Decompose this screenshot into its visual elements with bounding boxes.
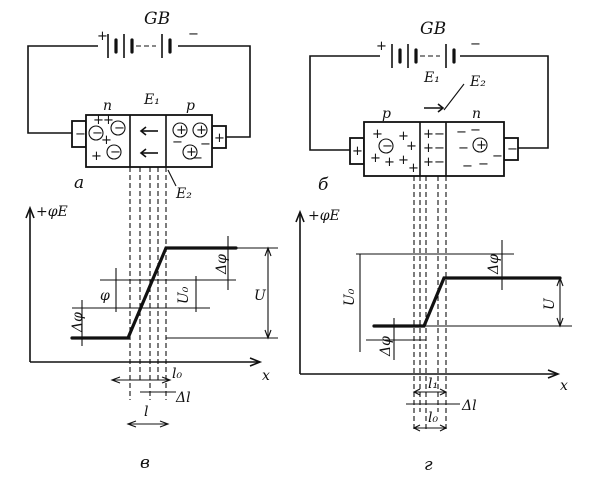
left-label-u0: U₀ (176, 286, 192, 304)
svg-text:+: + (93, 113, 104, 128)
left-field1-label: E₁ (143, 92, 160, 108)
left-p-region-charges: + + + − − − (172, 122, 211, 166)
svg-text:+: + (406, 139, 417, 154)
svg-text:+: + (372, 127, 383, 142)
right-crystal (363, 121, 505, 177)
left-n-region-charges: − − − + + + + (88, 113, 126, 164)
right-label-l1: l₁ (428, 376, 438, 392)
left-circuit: + − GB − + − − − + + + + + + (27, 9, 251, 400)
right-circuit: + − GB + − − + + + + + + + + + + − − − (309, 19, 549, 432)
right-field1-label: E₁ (423, 70, 440, 86)
left-potential-curve (70, 246, 238, 340)
right-label-u: U (542, 297, 558, 310)
svg-text:−: − (492, 149, 503, 164)
left-axis-x-label: x (262, 368, 270, 384)
svg-text:−: − (92, 126, 103, 141)
svg-text:+: + (398, 153, 409, 168)
left-caption: в (140, 453, 150, 473)
svg-text:+: + (476, 138, 487, 153)
left-label-dphi-bottom: Δφ (70, 312, 86, 333)
left-terminal-right-sign: + (214, 131, 225, 146)
right-label-dphi-bottom: Δφ (378, 336, 394, 357)
svg-text:+: + (423, 155, 434, 170)
right-potential-curve (372, 276, 562, 328)
right-label-dphi-top: Δφ (486, 254, 502, 275)
right-battery-plus: + (376, 39, 387, 54)
svg-text:+: + (398, 129, 409, 144)
svg-text:−: − (110, 145, 121, 160)
left-crystal (85, 114, 213, 168)
svg-text:+: + (423, 127, 434, 142)
svg-text:−: − (470, 123, 481, 138)
right-plot: +φE x U₀ U Δφ Δφ l₁ Δl l₀ г (295, 208, 572, 475)
right-battery-minus: − (470, 37, 481, 52)
right-p-region-charges: − + + + + + + + (370, 127, 419, 176)
svg-text:−: − (434, 155, 445, 170)
left-label-dl: Δl (175, 390, 191, 406)
right-battery-label: GB (420, 19, 446, 39)
right-axis-x-label: x (560, 378, 568, 394)
left-field2-label: E₂ (175, 186, 192, 202)
right-caption: г (424, 455, 433, 475)
svg-text:−: − (458, 141, 469, 156)
right-label-l0: l₀ (428, 410, 438, 426)
right-terminal-left-sign: + (352, 144, 363, 159)
left-battery-plus: + (97, 29, 108, 44)
right-battery (391, 44, 456, 68)
left-plot: +φE x U Δφ U₀ φ Δφ l₀ Δl l в (25, 204, 278, 473)
left-wire-left (27, 45, 98, 134)
svg-text:+: + (408, 161, 419, 176)
left-region-n: n (103, 98, 112, 114)
svg-text:+: + (384, 155, 395, 170)
svg-text:−: − (192, 151, 203, 166)
right-region-p: p (382, 106, 391, 122)
svg-text:−: − (434, 127, 445, 142)
right-n-region-charges: + − − − − − − (456, 123, 503, 174)
right-axis-y-label: +φE (308, 208, 340, 224)
right-terminal-right-sign: − (507, 142, 518, 157)
right-region-n: n (472, 106, 481, 122)
left-label-phi: φ (100, 288, 110, 304)
left-terminal-left-sign: − (75, 127, 86, 142)
left-region-p: p (186, 98, 195, 114)
right-wire-left (309, 55, 380, 151)
svg-text:−: − (382, 139, 393, 154)
svg-text:+: + (103, 113, 114, 128)
right-label-dl: Δl (461, 398, 477, 414)
svg-text:+: + (91, 149, 102, 164)
left-battery (107, 34, 172, 58)
svg-text:−: − (478, 157, 489, 172)
svg-text:−: − (200, 137, 211, 152)
left-battery-minus: − (188, 27, 199, 42)
right-label-u0: U₀ (342, 288, 358, 306)
right-junction-layer: + + + − − − (423, 127, 445, 170)
left-label-dphi-top: Δφ (214, 254, 230, 275)
right-wire-right (460, 55, 549, 149)
left-wire-right (178, 45, 251, 138)
svg-text:−: − (462, 159, 473, 174)
left-sublabel: a (74, 173, 84, 193)
right-field2-label: E₂ (469, 74, 486, 90)
svg-text:−: − (456, 125, 467, 140)
right-sublabel: б (318, 175, 329, 195)
svg-text:+: + (370, 151, 381, 166)
svg-text:+: + (176, 123, 187, 138)
svg-text:+: + (186, 145, 197, 160)
svg-text:+: + (196, 123, 207, 138)
svg-text:−: − (434, 141, 445, 156)
left-battery-label: GB (144, 9, 170, 29)
svg-text:+: + (423, 141, 434, 156)
svg-text:+: + (101, 133, 112, 148)
svg-text:−: − (114, 121, 125, 136)
left-label-l0: l₀ (172, 366, 182, 382)
svg-text:−: − (172, 135, 183, 150)
left-label-u: U (254, 288, 267, 304)
left-label-l: l (144, 404, 148, 420)
left-axis-y-label: +φE (36, 204, 68, 220)
